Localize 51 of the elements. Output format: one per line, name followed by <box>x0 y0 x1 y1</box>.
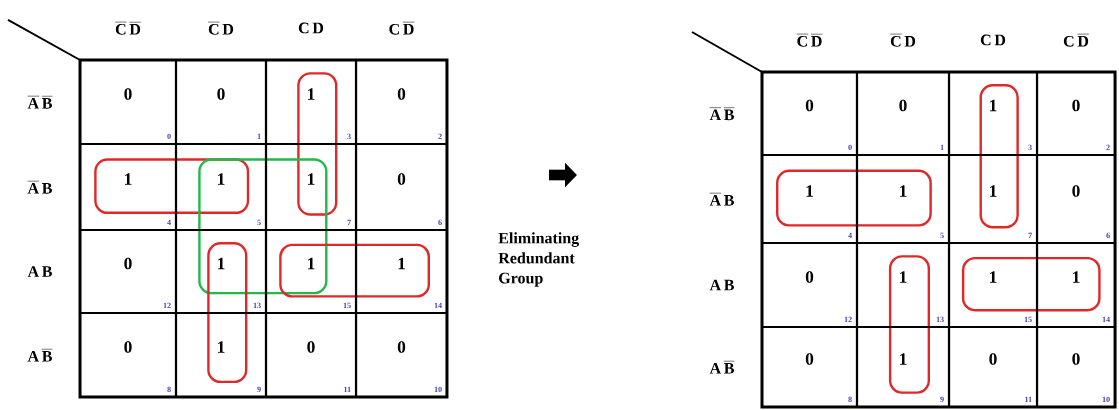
map-cell: 0 8 <box>78 311 178 399</box>
map-cell: 0 8 <box>761 325 859 409</box>
map-cell: 1 5 <box>855 153 951 245</box>
map-cell: 0 1 <box>174 58 268 146</box>
step-caption: Eliminating Redundant Group <box>498 232 580 287</box>
column-header: $\mathbf{C\,\overline{D}}$ <box>389 22 415 35</box>
map-cell: 0 6 <box>354 142 449 232</box>
map-cell: 0 2 <box>354 58 449 146</box>
row-header: $\mathbf{A\,B}$ <box>27 266 52 277</box>
map-cell: 0 10 <box>354 311 449 399</box>
map-cell: 1 3 <box>947 70 1039 157</box>
map-cell: 0 11 <box>947 325 1039 409</box>
map-cell: 0 0 <box>78 58 178 146</box>
karnaugh-map-drawing <box>78 58 449 399</box>
map-cell: 1 15 <box>264 228 358 315</box>
map-cell: 0 1 <box>855 70 951 157</box>
row-header: $\mathbf{A\,\overline{B}}$ <box>709 361 735 374</box>
map-cell: 0 11 <box>264 311 358 399</box>
map-cell: 0 12 <box>761 241 859 329</box>
column-header: $\mathbf{C\,D}$ <box>980 34 1006 46</box>
map-cell: 1 3 <box>264 58 358 146</box>
map-cell: 1 15 <box>947 241 1039 329</box>
row-header: $\mathbf{\overline{A}\,B}$ <box>27 181 52 194</box>
row-header: $\mathbf{\overline{A}\,B}$ <box>709 193 734 206</box>
map-cell: 1 9 <box>855 325 951 409</box>
map-cell: 1 14 <box>354 228 449 315</box>
map-cell: 1 5 <box>174 142 268 232</box>
row-header: $\mathbf{\overline{A}\,\overline{B}}$ <box>27 96 53 109</box>
column-header: $\mathbf{\overline{C}\,D}$ <box>890 34 916 47</box>
map-cell: 0 10 <box>1035 325 1117 409</box>
map-cell: 0 6 <box>1035 153 1117 245</box>
map-cell: 0 0 <box>761 70 859 157</box>
map-cell: 1 13 <box>855 241 951 329</box>
map-cell: 1 13 <box>174 228 268 315</box>
map-cell: 1 4 <box>78 142 178 232</box>
column-header: $\mathbf{C\,D}$ <box>298 22 324 34</box>
map-cell: 0 2 <box>1035 70 1117 157</box>
column-header: $\mathbf{\overline{C}\,\overline{D}}$ <box>115 22 141 35</box>
karnaugh-map-drawing <box>760 70 1117 409</box>
map-cell: 0 12 <box>78 228 178 315</box>
map-cell: 1 4 <box>761 153 859 245</box>
column-header: $\mathbf{\overline{C}\,\overline{D}}$ <box>796 34 823 47</box>
column-header: $\mathbf{C\,\overline{D}}$ <box>1063 34 1089 47</box>
map-cell: 1 14 <box>1035 241 1117 329</box>
map-cell: 1 7 <box>947 153 1039 245</box>
row-header: $\mathbf{A\,\overline{B}}$ <box>27 349 53 362</box>
map-cell: 1 9 <box>174 311 268 399</box>
row-header: $\mathbf{\overline{A}\,\overline{B}}$ <box>709 107 735 121</box>
map-cell: 1 7 <box>264 142 358 232</box>
column-header: $\mathbf{\overline{C}\,D}$ <box>208 22 234 35</box>
row-header: $\mathbf{A\,B}$ <box>709 279 734 291</box>
